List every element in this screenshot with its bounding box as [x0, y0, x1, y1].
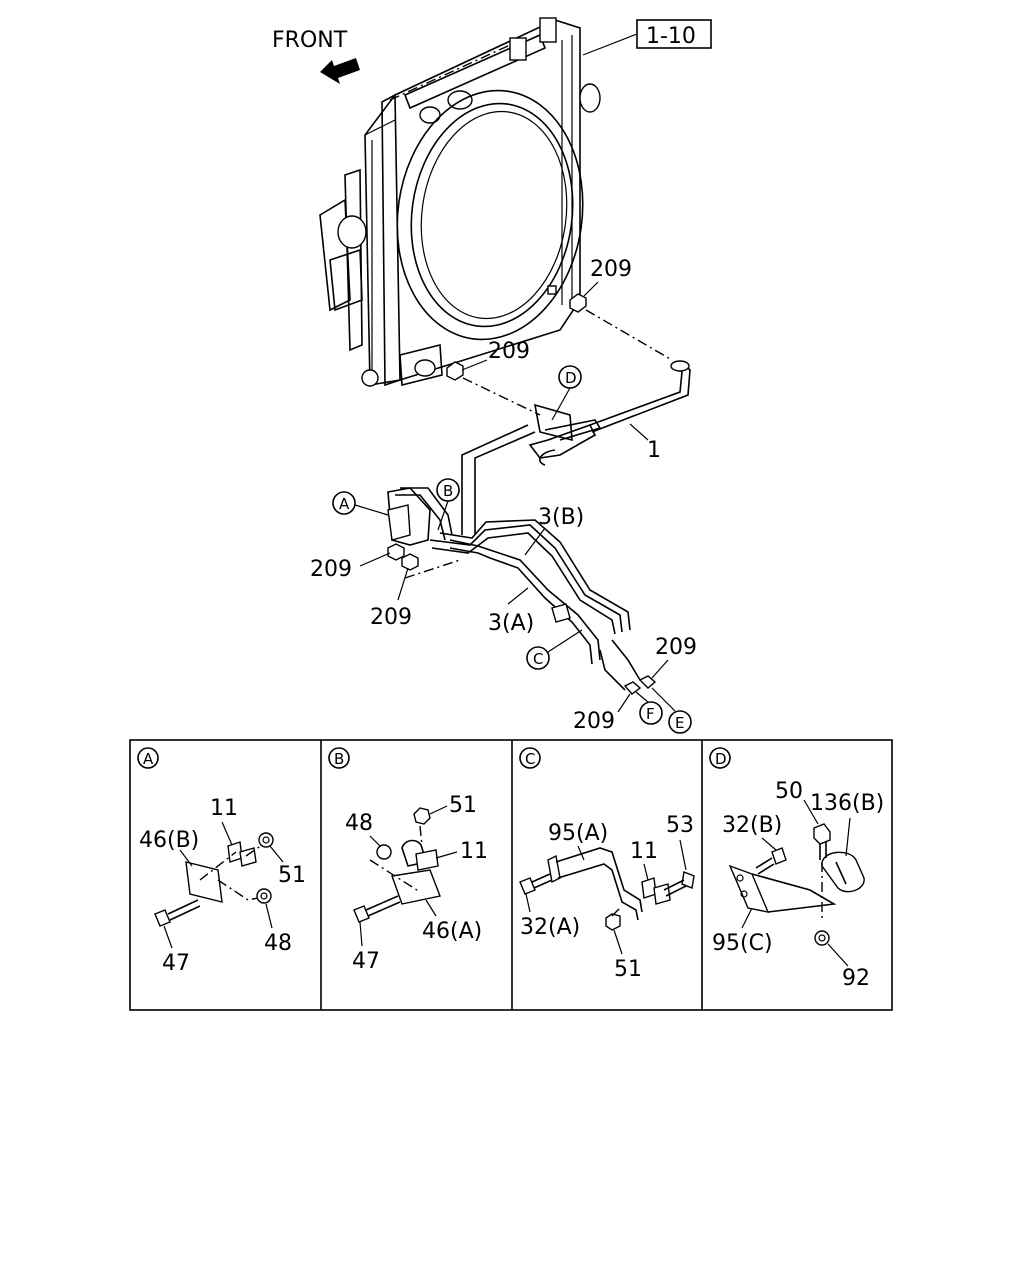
leader-209-top: [583, 281, 599, 297]
callout-pipe-3b: 3(B): [538, 505, 584, 530]
panel-c-leader-53: [679, 839, 687, 871]
marker-c-label: C: [533, 650, 543, 668]
panel-c-leader-32a: [525, 893, 531, 913]
panel-d-label-50: 50: [775, 779, 803, 804]
marker-b-label: B: [443, 482, 453, 500]
marker-f-label: F: [646, 705, 655, 723]
panel-c-label-11: 11: [630, 839, 658, 864]
front-label: FRONT: [272, 28, 348, 53]
panel-b-leader-47: [359, 921, 363, 947]
callout-pipe-1: 1: [647, 438, 661, 463]
panel-a-leader-48: [265, 903, 273, 929]
panel-b-marker-label: B: [334, 750, 344, 768]
leader-marker-a: [354, 504, 389, 516]
panel-c-label-53: 53: [666, 813, 694, 838]
panel-d-leader-32b: [761, 837, 777, 851]
panel-a-leader-47: [163, 925, 173, 949]
panel-c-label-32a: 32(A): [520, 915, 580, 940]
panel-d-marker-label: D: [715, 750, 727, 768]
panel-c-leader-95a: [577, 845, 585, 861]
leader-marker-b: [437, 500, 449, 531]
panel-d-leader-95c: [741, 907, 753, 929]
clip-209-top: [547, 285, 587, 313]
panel-a-label-11: 11: [210, 796, 238, 821]
oil-cooler-pipes-3: [387, 487, 657, 695]
reference-leader: [582, 33, 638, 56]
marker-a-label: A: [339, 495, 350, 513]
detail-panel-d: D 50 136(B) 32(B) 95(C) 92: [709, 747, 884, 991]
panel-a-label-48: 48: [264, 931, 292, 956]
panel-a-label-47: 47: [162, 951, 190, 976]
leader-209-right: [651, 659, 669, 679]
leader-209-bottom: [617, 693, 631, 713]
panel-d-marker: [709, 747, 731, 769]
panel-c-label-95a: 95(A): [548, 821, 608, 846]
panel-a-label-46b: 46(B): [139, 828, 199, 853]
callout-209-mid: 209: [488, 339, 530, 364]
panel-b-leader-46a: [425, 899, 437, 917]
leader-marker-d: [551, 387, 571, 421]
radiator-assembly: [319, 17, 601, 387]
front-arrow-icon: [320, 58, 360, 84]
marker-e: [668, 710, 692, 734]
panel-b-label-11: 11: [460, 839, 488, 864]
detail-panel-b: B 48 51 11 47 46(A): [328, 747, 488, 974]
panel-a-marker-label: A: [143, 750, 154, 768]
leader-marker-e: [651, 687, 676, 712]
panel-b-label-48: 48: [345, 811, 373, 836]
panel-b-label-47: 47: [352, 949, 380, 974]
callout-209-top: 209: [590, 257, 632, 282]
panel-c-leader-11: [643, 863, 649, 881]
leader-pipe-1: [629, 423, 649, 441]
leader-marker-c: [547, 629, 583, 653]
panel-d-label-92: 92: [842, 966, 870, 991]
callout-pipe-3a: 3(A): [488, 611, 534, 636]
leader-pipe-3b: [524, 527, 546, 556]
detail-panels: [129, 739, 893, 1011]
callout-209-bottom: 209: [573, 709, 615, 734]
callout-209-right: 209: [655, 635, 697, 660]
panel-b-leader-11: [435, 851, 458, 859]
panel-a-leader-46b: [179, 849, 193, 867]
panel-d-leader-50: [803, 799, 819, 825]
marker-f: [639, 701, 663, 725]
marker-a: [332, 491, 356, 515]
panel-c-leader-51: [613, 929, 623, 955]
panel-b-leader-51: [429, 805, 448, 815]
marker-e-label: E: [675, 714, 684, 732]
leader-marker-f: [635, 691, 649, 703]
oil-cooler-pipe-1: [461, 309, 691, 535]
panel-a-leader-11: [221, 821, 233, 846]
detail-panel-c: C 95(A) 53 11 32(A) 51: [519, 747, 695, 982]
callout-209-left: 209: [310, 557, 352, 582]
panel-a-leader-51: [269, 845, 284, 863]
panel-b-marker: [328, 747, 350, 769]
panel-b-label-46a: 46(A): [422, 919, 482, 944]
panel-a-label-51: 51: [278, 863, 306, 888]
panel-c-marker: [519, 747, 541, 769]
panel-d-label-136b: 136(B): [810, 791, 884, 816]
leader-pipe-3a: [507, 587, 529, 605]
leader-209-mid: [461, 359, 488, 371]
panel-d-label-95c: 95(C): [712, 931, 773, 956]
leader-209-left2: [397, 567, 409, 601]
panel-d-leader-136b: [845, 817, 851, 857]
reference-box-label: 1-10: [646, 24, 696, 49]
panel-d-leader-92: [827, 943, 849, 967]
clip-209-mid: [446, 361, 464, 381]
panel-c-marker-label: C: [525, 750, 535, 768]
marker-d-label: D: [565, 369, 577, 387]
panel-c-label-51: 51: [614, 957, 642, 982]
panel-a-marker: [137, 747, 159, 769]
leader-209-left: [359, 552, 391, 567]
callout-209-left2: 209: [370, 605, 412, 630]
detail-panel-a: A 11 46(B) 51 47 48: [137, 747, 306, 976]
marker-c: [526, 646, 550, 670]
panel-b-leader-48: [369, 835, 381, 847]
panel-d-label-32b: 32(B): [722, 813, 782, 838]
panel-b-label-51: 51: [449, 793, 477, 818]
